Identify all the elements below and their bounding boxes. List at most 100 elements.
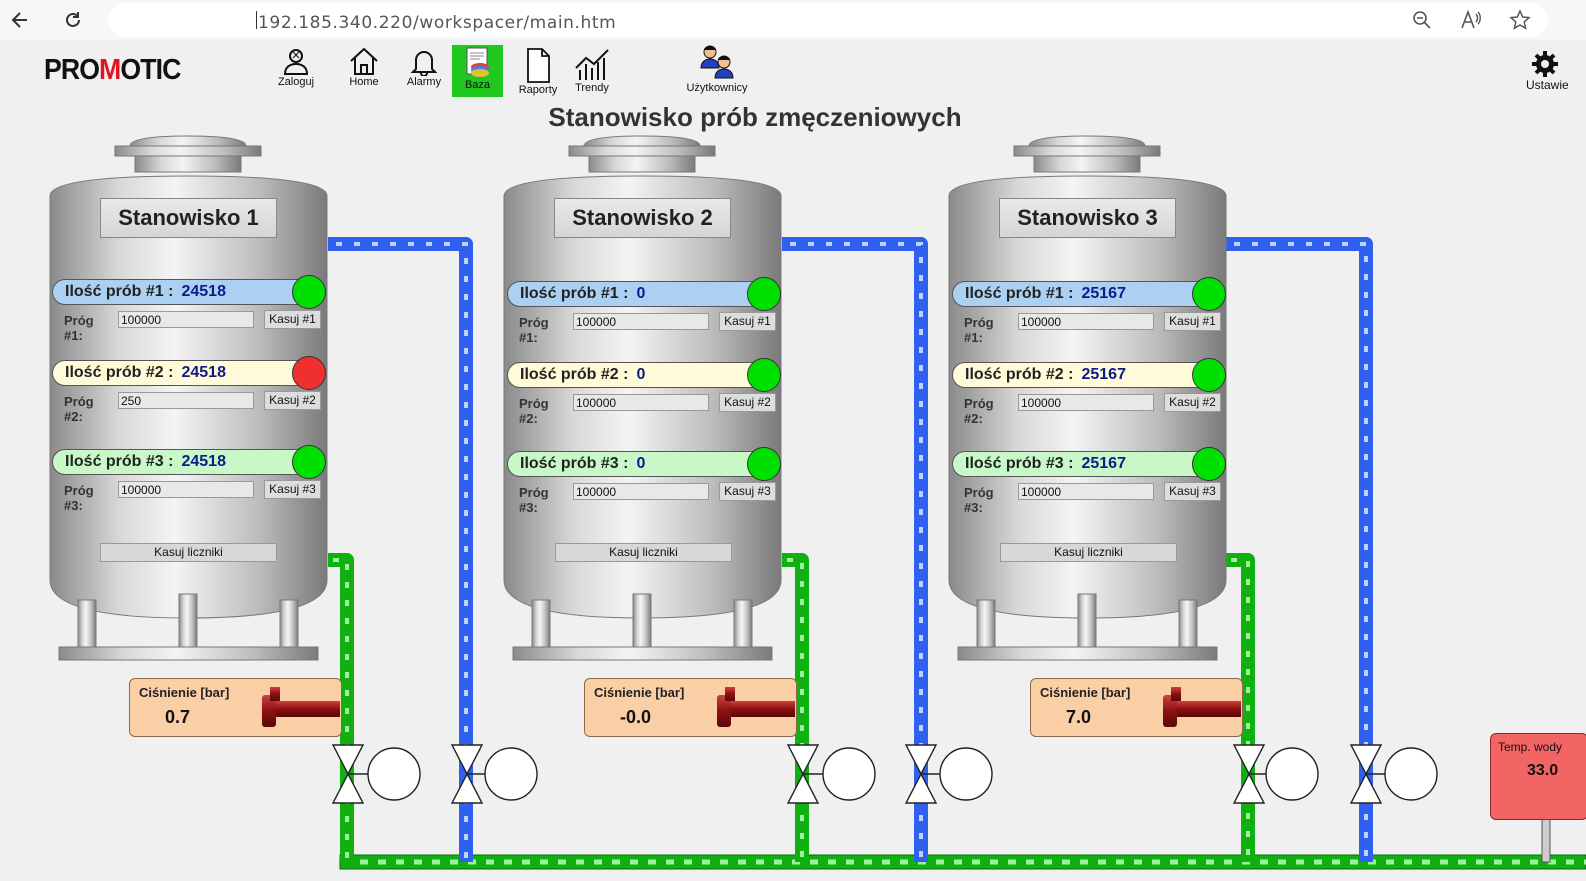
user-icon: [283, 49, 309, 75]
pressure-value: 0.7: [165, 707, 191, 727]
logo-m: M: [99, 54, 121, 86]
status-led-ok: [747, 358, 781, 392]
threshold-label: Próg #3:: [964, 485, 994, 515]
reset-counter-2-button[interactable]: Kasuj #2: [1164, 393, 1221, 412]
reset-counter-3-button[interactable]: Kasuj #3: [719, 482, 776, 501]
threshold-label: Próg #2:: [64, 394, 94, 424]
address-bar[interactable]: 192.185.340.220/workspacer/main.htm: [108, 3, 1548, 37]
threshold-input[interactable]: [118, 481, 254, 498]
status-led-ok: [1192, 277, 1226, 311]
valve-1-green: [331, 744, 421, 804]
reset-counter-1-button[interactable]: Kasuj #1: [264, 310, 321, 329]
reports-button[interactable]: Raporty: [516, 46, 560, 96]
reset-all-counters-button[interactable]: Kasuj liczniki: [100, 543, 277, 562]
text-cursor: [256, 11, 257, 29]
trends-label: Trendy: [575, 82, 609, 94]
counter-label: Ilość prób #2 :: [65, 364, 174, 381]
home-button[interactable]: Home: [344, 46, 384, 88]
temperature-label: Temp. wody: [1498, 740, 1563, 754]
threshold-input[interactable]: [118, 311, 254, 328]
threshold-input[interactable]: [1018, 394, 1154, 411]
counter-1: Ilość prób #1 :24518: [52, 279, 322, 305]
home-label: Home: [349, 76, 379, 88]
valve-1-blue: [450, 744, 538, 804]
threshold-input[interactable]: [118, 392, 254, 409]
counter-2: Ilość prób #2 : 25167: [952, 362, 1222, 388]
pressure-value: -0.0: [620, 707, 652, 727]
settings-button[interactable]: Ustawie: [1526, 50, 1569, 92]
counter-3: Ilość prób #3 :25167: [952, 451, 1222, 477]
threshold-input[interactable]: [1018, 313, 1154, 330]
database-label: Baza: [464, 79, 491, 91]
database-button[interactable]: Baza: [452, 45, 503, 97]
status-led-ok: [292, 445, 326, 479]
read-aloud-icon[interactable]: [1459, 8, 1483, 32]
counter-3: Ilość prób #3 :0: [507, 451, 777, 477]
reset-all-counters-button[interactable]: Kasuj liczniki: [1000, 543, 1177, 562]
counter-3: Ilość prób #3 :24518: [52, 449, 322, 475]
database-icon: [466, 47, 489, 77]
login-button[interactable]: Zaloguj: [274, 46, 318, 88]
zoom-icon[interactable]: [1410, 8, 1434, 32]
threshold-input[interactable]: [573, 313, 709, 330]
threshold-label: Próg #3:: [64, 483, 94, 513]
arrow-left-icon[interactable]: [8, 8, 32, 32]
counter-label: Ilość prób #2 :: [965, 366, 1074, 383]
pressure-value: 7.0: [1066, 707, 1092, 727]
threshold-input[interactable]: [573, 483, 709, 500]
pump-icon: [717, 687, 795, 727]
threshold-input[interactable]: [573, 394, 709, 411]
reset-counter-3-button[interactable]: Kasuj #3: [1164, 482, 1221, 501]
status-led-ok: [747, 447, 781, 481]
reset-all-counters-button[interactable]: Kasuj liczniki: [555, 543, 732, 562]
counter-label: Ilość prób #1 :: [965, 285, 1074, 302]
status-led-ok: [747, 277, 781, 311]
threshold-label: Próg #2:: [519, 396, 549, 426]
reset-counter-3-button[interactable]: Kasuj #3: [264, 480, 321, 499]
pump-icon: [1163, 687, 1241, 727]
station-2-title: Stanowisko 2: [554, 198, 731, 238]
trend-icon: [575, 49, 609, 80]
reset-counter-2-button[interactable]: Kasuj #2: [264, 391, 321, 410]
counter-value: 24518: [181, 364, 226, 381]
gear-icon: [1532, 51, 1558, 77]
threshold-label: Próg #2:: [964, 396, 994, 426]
counter-value: 0: [636, 455, 646, 472]
pressure-indicator-1: Ciśnienie [bar] 0.7: [129, 678, 342, 737]
logo-suffix: OTIC: [120, 54, 181, 86]
counter-value: 25167: [1081, 366, 1126, 383]
reload-icon[interactable]: [61, 8, 85, 32]
valve-2-green: [786, 744, 876, 804]
valve-2-blue: [904, 744, 993, 804]
star-icon[interactable]: [1508, 8, 1532, 32]
temperature-value: 33.0: [1527, 762, 1559, 779]
home-icon: [350, 47, 378, 75]
login-label: Zaloguj: [277, 76, 315, 88]
status-led-ok: [1192, 358, 1226, 392]
settings-label: Ustawie: [1526, 78, 1569, 92]
counter-label: Ilość prób #3 :: [65, 453, 174, 470]
status-led-ok: [1192, 447, 1226, 481]
page-title: Stanowisko prób zmęczeniowych: [548, 102, 962, 132]
reset-counter-1-button[interactable]: Kasuj #1: [719, 312, 776, 331]
reset-counter-1-button[interactable]: Kasuj #1: [1164, 312, 1221, 331]
counter-label: Ilość prób #2 :: [520, 366, 629, 383]
reset-counter-2-button[interactable]: Kasuj #2: [719, 393, 776, 412]
threshold-input[interactable]: [1018, 483, 1154, 500]
logo-prefix: PRO: [44, 54, 100, 86]
status-led-ok: [292, 275, 326, 309]
station-2: Stanowisko 2: [454, 130, 764, 670]
trends-button[interactable]: Trendy: [571, 46, 613, 94]
station-3: Stanowisko 3: [899, 130, 1209, 670]
pressure-indicator-2: Ciśnienie [bar] -0.0: [584, 678, 797, 737]
bell-icon: [410, 51, 438, 76]
valve-3-blue: [1349, 744, 1438, 804]
alarms-button[interactable]: Alarmy: [403, 46, 445, 88]
counter-value: 25167: [1081, 285, 1126, 302]
counter-label: Ilość prób #1 :: [65, 283, 174, 300]
water-temperature-indicator: Temp. wody 33.0: [1490, 733, 1586, 820]
station-3-title: Stanowisko 3: [999, 198, 1176, 238]
users-button[interactable]: Użytkownicy: [686, 42, 748, 94]
counter-label: Ilość prób #1 :: [520, 285, 629, 302]
station-1-title: Stanowisko 1: [100, 198, 277, 238]
